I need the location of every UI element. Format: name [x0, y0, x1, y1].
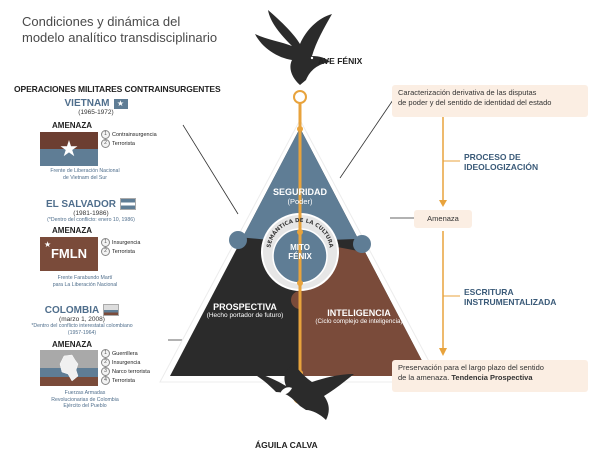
- ops-title: OPERACIONES MILITARES CONTRAINSURGENTES: [14, 84, 221, 94]
- country-years: (1965-1972): [78, 109, 114, 116]
- country-name: EL SALVADOR: [45, 198, 116, 210]
- threat-label: AMENAZA: [52, 226, 92, 235]
- inteligencia-label: INTELIGENCIA (Ciclo complejo de intelige…: [315, 308, 403, 325]
- axis-top-node: [293, 90, 307, 104]
- el-salvador-caption: Frente Farabundo Martí para La Liberació…: [52, 275, 118, 288]
- puzzle-knob: [229, 231, 247, 249]
- instrumentalized-writing-label: ESCRITURA INSTRUMENTALIZADA: [464, 287, 557, 307]
- fmln-flag: ★ FMLN: [40, 237, 98, 271]
- country-note-2: (1957-1964): [67, 329, 97, 336]
- puzzle-knob: [353, 235, 371, 253]
- diagram-title: Condiciones y dinámica del modelo analít…: [22, 14, 262, 46]
- connector-line: [339, 96, 396, 179]
- colombia-map-icon: [59, 354, 79, 382]
- star-icon: ★: [59, 136, 79, 161]
- threat-label: AMENAZA: [52, 340, 92, 349]
- colombia-caption: Fuerzas Armadas Revolucionarias de Colom…: [51, 390, 119, 409]
- vietnam-star-flag-icon: ★: [113, 98, 128, 109]
- country-note: (*Dentro del conflicto: enero 10, 1986): [47, 217, 135, 223]
- aguila-calva-label: ÁGUILA CALVA: [255, 440, 318, 450]
- characterization-box: Caracterización derivativa de las disput…: [392, 85, 588, 117]
- star-icon: ★: [44, 240, 52, 249]
- colombia-flag-icon: [103, 304, 120, 316]
- el-salvador-striped-flag-icon: [120, 198, 136, 210]
- fmln-flag-text: FMLN: [50, 246, 88, 261]
- mito-fenix-label: MITO FÉNIX: [288, 243, 312, 261]
- farc-flag: [40, 350, 98, 386]
- threat-label: AMENAZA: [52, 121, 92, 130]
- bald-eagle-icon: [250, 364, 354, 420]
- preservation-box: Preservación para el largo plazo del sen…: [392, 360, 588, 392]
- arrow-head-down: [439, 348, 447, 356]
- title-line-2: modelo analítico transdisciplinario: [22, 30, 218, 45]
- country-name: VIETNAM: [64, 98, 110, 109]
- axis-dot: [297, 280, 303, 286]
- ideologization-process-label: PROCESO DE IDEOLOGIZACIÓN: [464, 152, 539, 172]
- country-note: *Dentro del conflicto interestatal colom…: [31, 323, 133, 329]
- title-line-1: Condiciones y dinámica del: [22, 14, 181, 29]
- ave-fenix-label: AVE FÉNIX: [318, 56, 363, 66]
- seguridad-label: SEGURIDAD (Poder): [272, 187, 327, 206]
- vietnam-caption: Frente de Liberación Nacional de Vietnam…: [50, 168, 120, 181]
- country-years: (1981-1986): [73, 210, 109, 217]
- country-years: (marzo 1, 2008): [59, 316, 105, 323]
- arrow-head-down: [439, 200, 447, 207]
- country-colombia: COLOMBIA (marzo 1, 2008) *Dentro del con…: [8, 304, 156, 336]
- country-vietnam: VIETNAM ★ (1965-1972): [40, 98, 152, 116]
- axis-dot: [297, 126, 303, 132]
- prospectiva-label: PROSPECTIVA (Hecho portador de futuro): [206, 302, 284, 319]
- country-name: COLOMBIA: [44, 304, 100, 316]
- vietnam-flag: ★: [40, 132, 98, 166]
- country-el-salvador: EL SALVADOR (1981-1986) (*Dentro del con…: [26, 198, 156, 224]
- axis-dot: [297, 229, 303, 235]
- amenaza-box: Amenaza: [414, 210, 472, 228]
- phoenix-bird-icon: [255, 10, 332, 85]
- connector-line: [182, 124, 239, 215]
